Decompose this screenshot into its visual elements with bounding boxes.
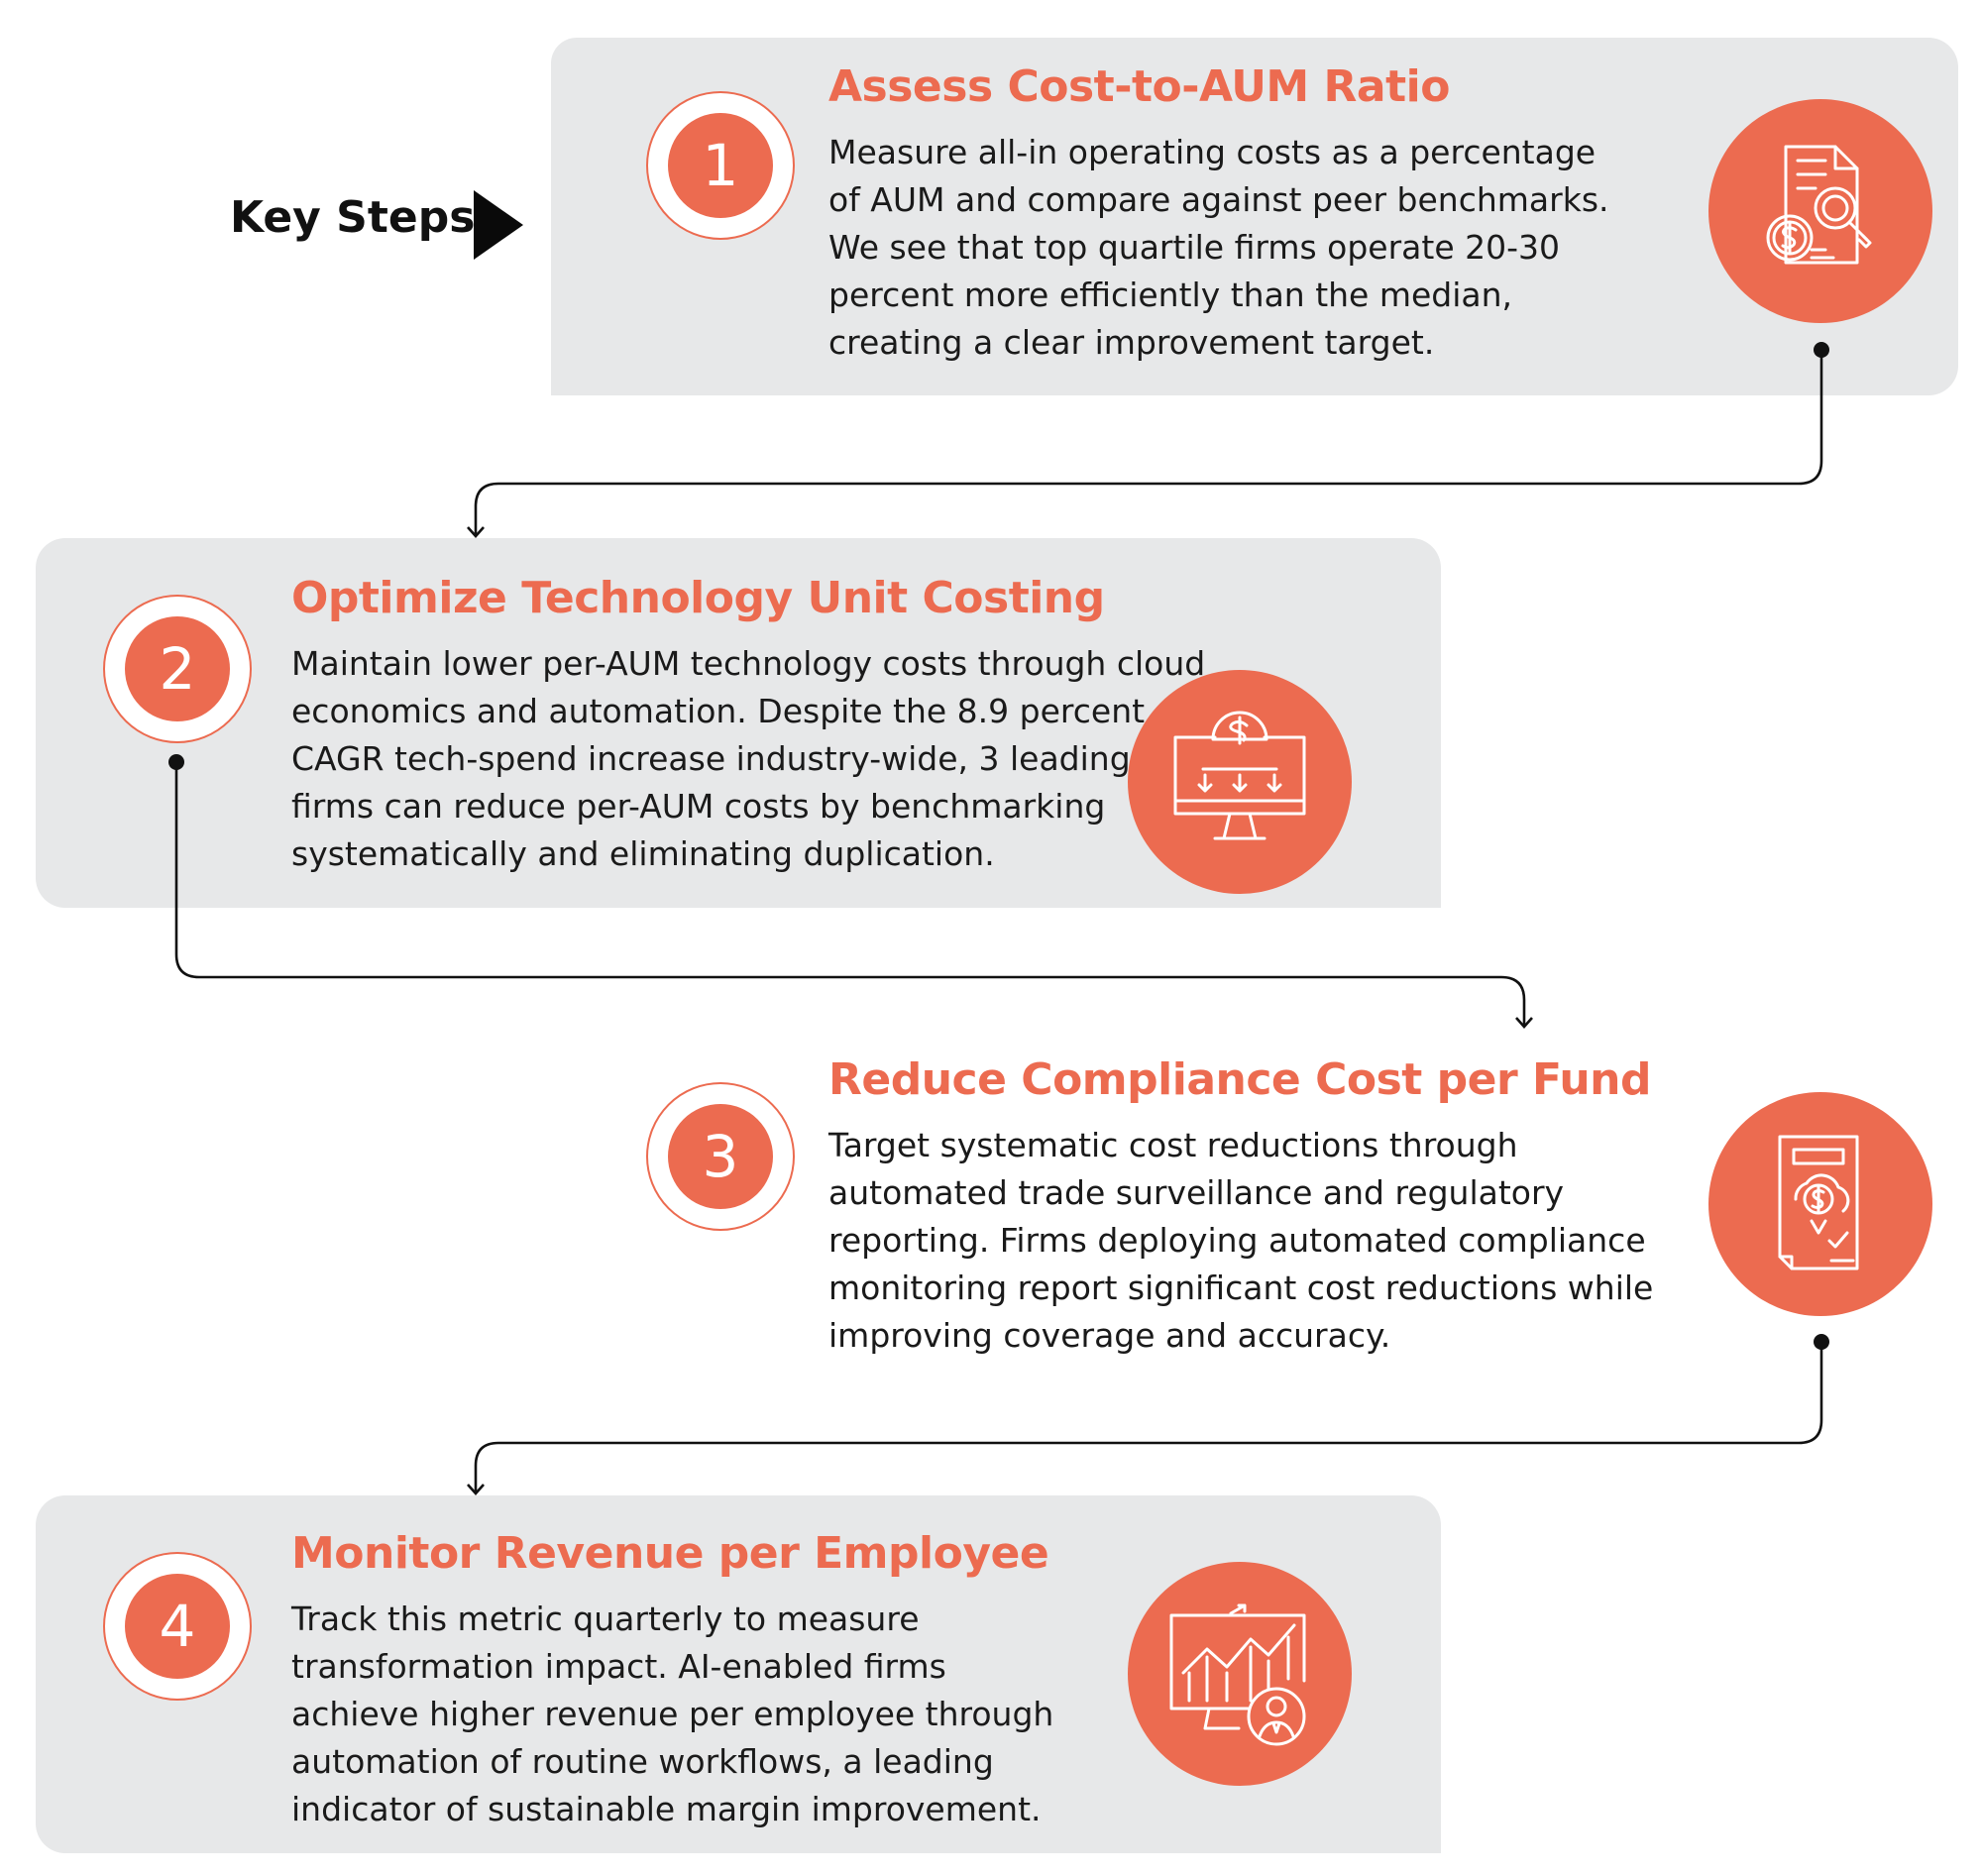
step-2-number: 2 (125, 616, 230, 721)
step-3-description: Target systematic cost reductions throug… (828, 1126, 1654, 1355)
step-4-number: 4 (125, 1574, 230, 1679)
step-4-title: Monitor Revenue per Employee (291, 1528, 1049, 1579)
compliance-document-icon (1708, 1092, 1932, 1316)
step-3-number-badge: 3 (646, 1082, 795, 1231)
step-3-number: 3 (668, 1104, 773, 1209)
step-1-title: Assess Cost-to-AUM Ratio (828, 61, 1450, 112)
connector-3-to-4 (474, 1342, 1823, 1492)
step-4-description: Track this metric quarterly to measure t… (291, 1600, 1054, 1828)
step-4-number-badge: 4 (103, 1552, 252, 1701)
step-2-title: Optimize Technology Unit Costing (291, 573, 1105, 623)
cost-analysis-icon (1708, 99, 1932, 323)
step-1-description: Measure all-in operating costs as a perc… (828, 133, 1609, 362)
connector-2-to-3 (174, 762, 1526, 1026)
step-1-number-badge: 1 (646, 91, 795, 240)
step-2-number-badge: 2 (103, 595, 252, 743)
revenue-growth-monitor-icon (1128, 1562, 1352, 1786)
step-1-number: 1 (668, 113, 773, 218)
connector-1-to-2 (474, 350, 1823, 535)
key-steps-label: Key Steps (230, 192, 476, 243)
step-3-title: Reduce Compliance Cost per Fund (828, 1054, 1652, 1105)
connector-dot-2 (168, 754, 184, 770)
connector-dot-3 (1814, 1334, 1829, 1350)
connector-dot-1 (1814, 342, 1829, 358)
play-arrow-icon (474, 190, 523, 260)
step-2-description: Maintain lower per-AUM technology costs … (291, 644, 1206, 873)
monitor-cost-reduction-icon (1128, 670, 1352, 894)
